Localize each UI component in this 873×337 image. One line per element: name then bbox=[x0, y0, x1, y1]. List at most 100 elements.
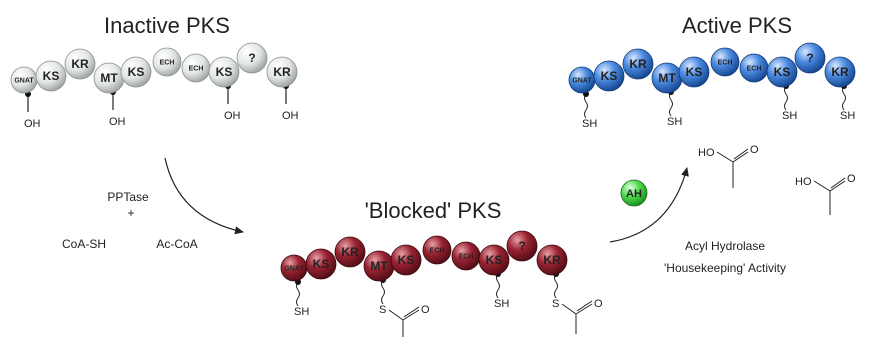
domain-label: KR bbox=[273, 65, 291, 79]
acetic-acid-1-ho: HO bbox=[698, 147, 715, 159]
domain-label: ECH bbox=[430, 247, 445, 254]
domain-gnat: GNAT bbox=[568, 66, 596, 94]
inactive-pks-chain: OH OH OH OH GNAT KS KR MT KS ECH ECH KS? KR bbox=[10, 42, 299, 130]
domain-ks: KS bbox=[390, 244, 422, 276]
domain-label: KS bbox=[774, 65, 791, 79]
domain-label: KR bbox=[831, 65, 849, 79]
domain-label: GNAT bbox=[284, 265, 304, 272]
domain-label: ECH bbox=[189, 65, 204, 72]
domain-kr: KR bbox=[622, 48, 654, 80]
tail-label: OH bbox=[282, 110, 299, 122]
domain-unknown: ? bbox=[236, 42, 268, 74]
domain-kr: KR bbox=[824, 56, 856, 88]
acyl-hydrolase-label: Acyl Hydrolase bbox=[685, 239, 765, 253]
domain-ech: ECH bbox=[422, 235, 452, 265]
domain-ks: KS bbox=[478, 244, 510, 276]
domain-label: KR bbox=[71, 57, 89, 71]
domain-label: ? bbox=[248, 51, 255, 65]
acetic-acid-1-o: O bbox=[750, 144, 759, 156]
acetic-acid-2-ho: HO bbox=[795, 176, 812, 188]
domain-unknown: ? bbox=[794, 42, 826, 74]
active-title: Active PKS bbox=[682, 13, 792, 38]
tail-1: OH bbox=[109, 89, 126, 128]
tail-2: SH bbox=[494, 271, 509, 310]
domain-label: KS bbox=[486, 253, 503, 267]
tail-label: S bbox=[552, 298, 559, 310]
domain-mt: MT bbox=[363, 250, 395, 282]
domain-label: KS bbox=[43, 69, 60, 83]
domain-label: ECH bbox=[459, 253, 474, 260]
domain-label: ? bbox=[806, 51, 813, 65]
arrow-activation bbox=[164, 157, 244, 235]
acetyl-oxygen: O bbox=[421, 304, 430, 316]
domain-label: KR bbox=[629, 57, 647, 71]
plus-label: + bbox=[127, 206, 134, 220]
domain-mt: MT bbox=[93, 62, 125, 94]
domain-gnat: GNAT bbox=[10, 66, 38, 94]
domain-label: KS bbox=[398, 253, 415, 267]
domain-ks: KS bbox=[766, 56, 798, 88]
coa-sh-label: CoA-SH bbox=[62, 237, 106, 251]
domain-ks: KS bbox=[593, 60, 625, 92]
tail-0: OH bbox=[24, 91, 41, 130]
tail-3: OH bbox=[282, 83, 299, 122]
domain-kr: KR bbox=[536, 244, 568, 276]
domain-gnat: GNAT bbox=[280, 254, 308, 282]
domain-label: KS bbox=[686, 65, 703, 79]
ac-coa-label: Ac-CoA bbox=[156, 237, 197, 251]
arrow-hydrolysis bbox=[609, 167, 689, 243]
tail-label: OH bbox=[224, 110, 241, 122]
domain-label: KS bbox=[128, 65, 145, 79]
domain-label: MT bbox=[100, 71, 118, 85]
domain-unknown: ? bbox=[506, 230, 538, 262]
tail-label: SH bbox=[582, 118, 597, 130]
tail-label: OH bbox=[24, 118, 41, 130]
tail-label: SH bbox=[667, 116, 682, 128]
domain-label: KR bbox=[341, 245, 359, 259]
domain-kr: KR bbox=[266, 56, 298, 88]
tail-2: OH bbox=[224, 83, 241, 122]
housekeeping-label: 'Housekeeping' Activity bbox=[664, 261, 786, 275]
domain-ks: KS bbox=[35, 60, 67, 92]
domain-ks: KS bbox=[208, 56, 240, 88]
acetic-acid-1: HO O bbox=[698, 144, 759, 188]
domain-ech: ECH bbox=[181, 53, 211, 83]
tail-label: SH bbox=[494, 298, 509, 310]
tail-0: SH bbox=[582, 91, 597, 130]
domain-ks: KS bbox=[305, 248, 337, 280]
tail-label: SH bbox=[782, 110, 797, 122]
acetic-acid-2: HO O bbox=[795, 173, 856, 215]
domain-mt: MT bbox=[651, 62, 683, 94]
inactive-title: Inactive PKS bbox=[104, 13, 230, 38]
tail-label: S bbox=[379, 304, 386, 316]
domain-label: KR bbox=[543, 253, 561, 267]
tail-1: SH bbox=[667, 89, 682, 128]
domain-ech: ECH bbox=[451, 241, 481, 271]
domain-ks: KS bbox=[678, 56, 710, 88]
tail-label: SH bbox=[294, 306, 309, 318]
domain-ech: ECH bbox=[739, 53, 769, 83]
domain-ks: KS bbox=[120, 56, 152, 88]
domain-label: KS bbox=[601, 69, 618, 83]
domain-label: ECH bbox=[160, 59, 175, 66]
domain-label: KS bbox=[313, 257, 330, 271]
domain-label: ECH bbox=[718, 59, 733, 66]
tail-label: OH bbox=[109, 116, 126, 128]
domain-kr: KR bbox=[334, 236, 366, 268]
tail-2: SH bbox=[782, 83, 797, 122]
domain-label: KS bbox=[216, 65, 233, 79]
domain-label: GNAT bbox=[572, 77, 592, 84]
tail-0: SH bbox=[294, 279, 309, 318]
tail-label: SH bbox=[840, 110, 855, 122]
domain-label: GNAT bbox=[14, 77, 34, 84]
tail-3: SH bbox=[840, 83, 855, 122]
domain-kr: KR bbox=[64, 48, 96, 80]
acyl-hydrolase-badge: AH bbox=[620, 179, 648, 207]
domain-label: ? bbox=[518, 239, 525, 253]
acetyl-oxygen: O bbox=[594, 298, 603, 310]
